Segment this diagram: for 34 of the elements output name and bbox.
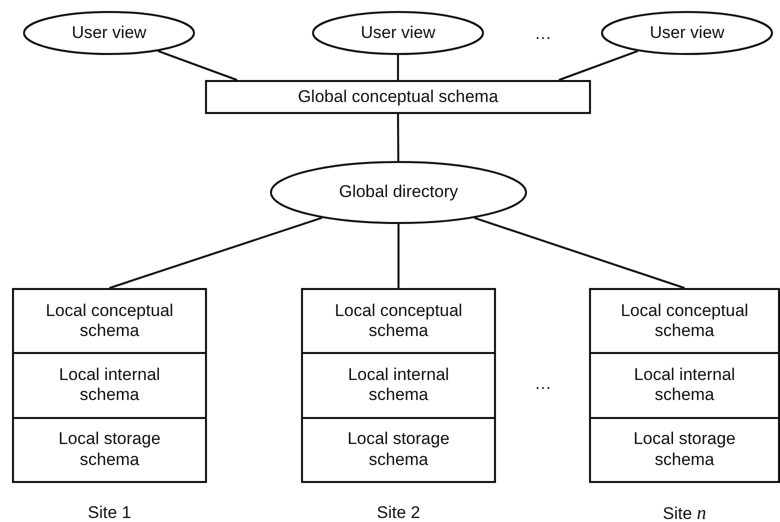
connector-line <box>397 55 399 80</box>
view-ellipse <box>270 161 527 224</box>
schema-layer: Local storage schema <box>14 418 205 481</box>
node-label: User view <box>650 22 724 44</box>
site-label: Site n <box>662 503 708 522</box>
view-ellipse <box>312 11 484 55</box>
site-label: Site 1 <box>86 503 132 522</box>
view-ellipse <box>601 11 773 55</box>
schema-layer: Local internal schema <box>303 354 494 419</box>
node-label: User view <box>72 22 146 44</box>
connector-line <box>397 114 400 161</box>
schema-layer: Local internal schema <box>14 354 205 419</box>
schema-box <box>205 80 591 114</box>
schema-layer: Local conceptual schema <box>14 290 205 354</box>
schema-layer: Local internal schema <box>591 354 778 419</box>
site-stack <box>589 288 780 483</box>
site-stack <box>12 288 207 483</box>
connector-line <box>109 216 322 289</box>
connector-line <box>558 50 638 81</box>
schema-layer: Local storage schema <box>591 418 778 481</box>
schema-layer: Local conceptual schema <box>303 290 494 354</box>
node-label: User view <box>360 22 436 44</box>
ellipsis-label: … <box>534 374 552 394</box>
site-label: Site 2 <box>376 503 422 522</box>
node-label: Global directory <box>338 182 458 203</box>
schema-layer: Local storage schema <box>303 418 494 481</box>
connector-line <box>474 216 685 289</box>
schema-layer: Local conceptual schema <box>591 290 778 354</box>
connector-line <box>398 224 400 288</box>
site-stack <box>301 288 496 483</box>
connector-line <box>158 50 238 81</box>
view-ellipse <box>23 11 195 55</box>
node-label: Global conceptual schema <box>298 86 498 108</box>
ellipsis-label: … <box>534 24 552 44</box>
